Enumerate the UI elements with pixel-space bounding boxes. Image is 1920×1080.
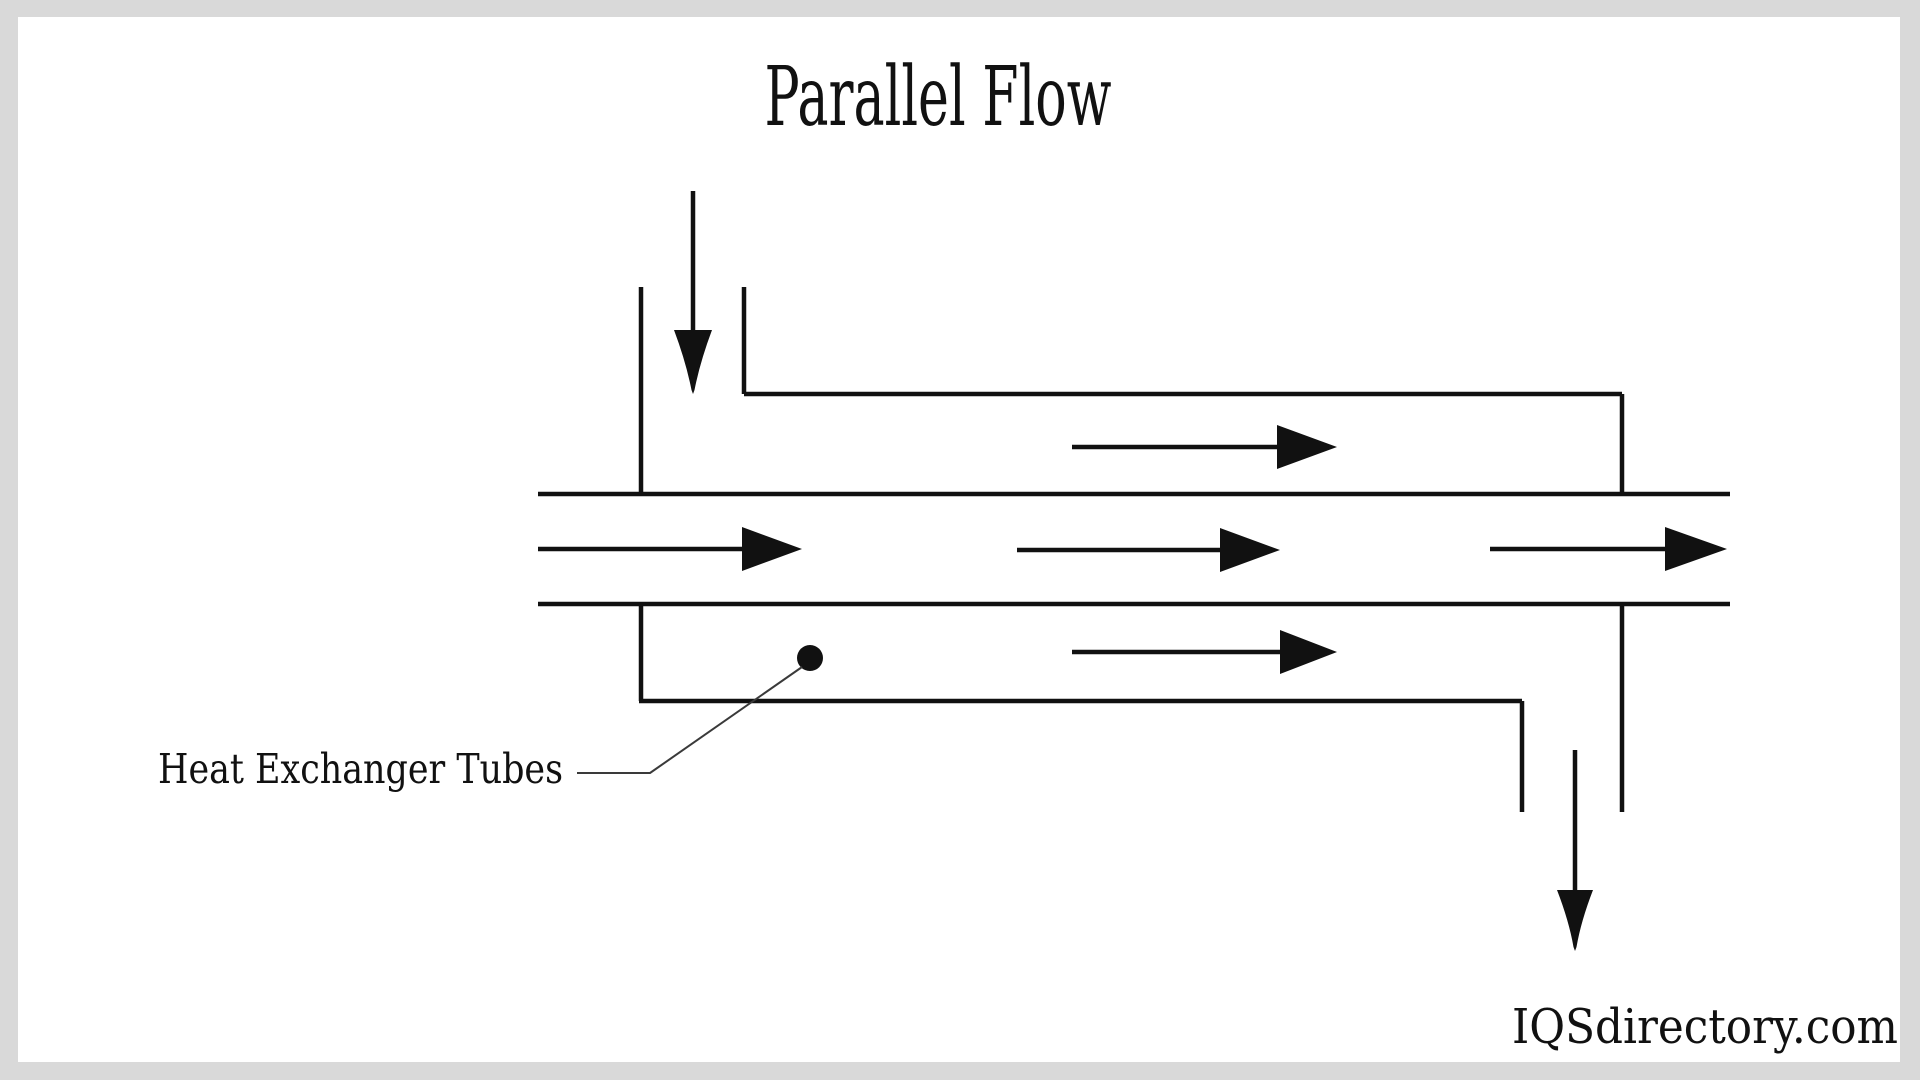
watermark-text: IQSdirectory.com <box>1512 999 1898 1055</box>
tube-callout: Heat Exchanger Tubes <box>158 645 823 793</box>
diagram-title: Parallel Flow <box>765 50 1112 145</box>
right-arrowhead-icon <box>1280 630 1337 674</box>
shell-casing <box>638 391 1625 812</box>
callout-leader-line <box>577 666 803 774</box>
callout-dot <box>797 645 823 671</box>
white-panel <box>18 17 1900 1062</box>
down-arrowhead-icon <box>674 330 712 394</box>
right-arrowhead-icon <box>1665 527 1727 571</box>
heat-exchanger-tube <box>538 491 1730 607</box>
right-arrowhead-icon <box>742 527 802 571</box>
outlet-flow-arrow <box>1557 750 1593 951</box>
right-arrowhead-icon <box>1220 528 1280 572</box>
right-arrowhead-icon <box>1277 425 1337 469</box>
inlet-flow-arrow <box>674 191 712 394</box>
inlet-pipe <box>638 287 747 494</box>
down-arrowhead-icon <box>1557 890 1593 951</box>
heat-exchanger-tubes-label: Heat Exchanger Tubes <box>158 745 563 793</box>
tube-flow-arrows <box>538 527 1727 572</box>
shell-flow-arrows <box>1072 425 1337 674</box>
